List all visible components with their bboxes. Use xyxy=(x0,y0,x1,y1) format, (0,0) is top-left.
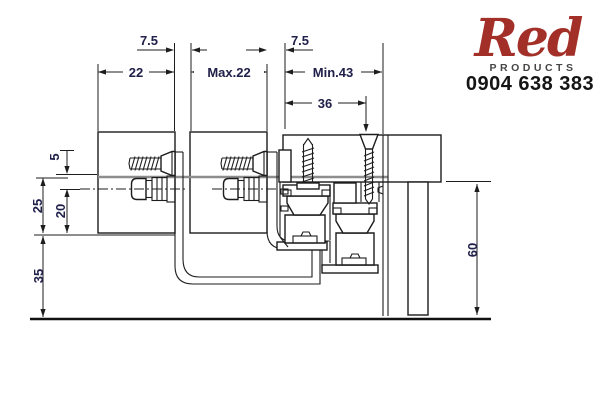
logo: Red PRODUCTS 0904 638 383 xyxy=(466,8,594,95)
dim-edge-inner: 20 xyxy=(53,204,68,218)
bracket-rail-front xyxy=(174,151,321,285)
dimension-lines xyxy=(34,43,491,317)
vertical-screw-left xyxy=(296,137,320,190)
runner-unit-right xyxy=(321,202,379,274)
profile-square xyxy=(333,182,357,204)
dim-front-door: 22 xyxy=(129,65,143,80)
dim-edge-bottom: 35 xyxy=(31,269,46,283)
dim-back-door: Max.22 xyxy=(207,65,250,80)
logo-phone: 0904 638 383 xyxy=(466,73,594,95)
vertical-screw-right xyxy=(358,133,380,205)
back-wall-profile xyxy=(377,135,389,316)
dim-screw-setback: 36 xyxy=(318,96,332,111)
logo-brand-text: Red xyxy=(473,8,583,69)
dim-gap-left: 7.5 xyxy=(140,33,158,48)
dim-profile-height: 60 xyxy=(465,243,480,257)
runner-unit-left xyxy=(276,182,331,251)
dim-top-panel: Min.43 xyxy=(313,65,353,80)
screw-channel xyxy=(360,182,380,202)
dim-edge-top: 5 xyxy=(47,153,62,160)
dim-gap-right: 7.5 xyxy=(291,33,309,48)
dim-edge-mid: 25 xyxy=(30,199,45,213)
profile-tab xyxy=(278,149,292,183)
side-panel xyxy=(407,181,429,316)
logo-tagline: PRODUCTS xyxy=(490,62,577,74)
